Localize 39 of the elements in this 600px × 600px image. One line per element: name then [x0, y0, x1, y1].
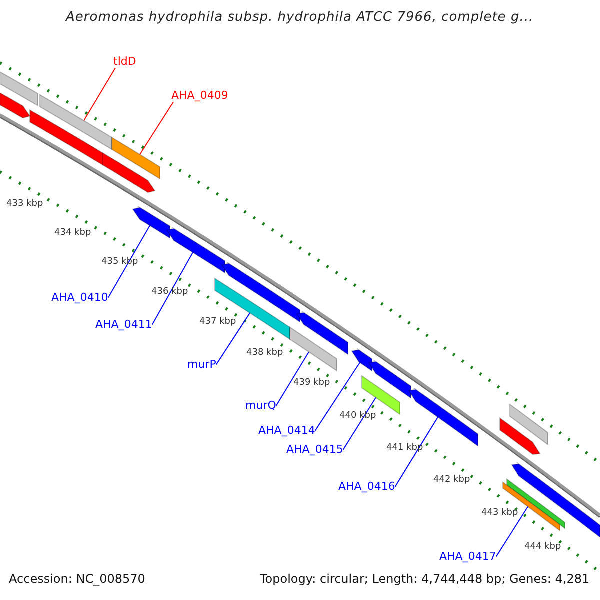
gene-label: AHA_0410 — [52, 292, 108, 304]
scale-label: 436 kbp — [152, 287, 188, 298]
scale-label: 439 kbp — [294, 378, 330, 388]
leader-line — [216, 312, 250, 366]
scale-label: 437 kbp — [200, 317, 236, 328]
gene-feature — [112, 136, 160, 180]
gene-feature — [290, 326, 338, 372]
scale-label: 434 kbp — [54, 228, 92, 238]
leader-line — [314, 362, 360, 432]
scale-label: 443 kbp — [482, 508, 518, 518]
leader-line — [152, 252, 194, 326]
leader-line — [276, 352, 310, 406]
title: Aeromonas hydrophila subsp. hydrophila ATCC 7966, complete g... — [66, 10, 534, 26]
leader-line — [108, 225, 150, 298]
footer-text: Accession: NC_008570 — [9, 573, 146, 587]
gene-feature — [166, 227, 226, 274]
leader-line — [140, 102, 174, 156]
gene-label: AHA_0409 — [172, 90, 228, 102]
gene-feature — [214, 278, 290, 340]
scale-label: 438 kbp — [246, 348, 284, 358]
gene-label: AHA_0414 — [258, 424, 316, 438]
gene-label: tldD — [114, 56, 136, 68]
leader-line — [84, 68, 116, 122]
gene-feature — [132, 206, 170, 240]
gene-label: murP — [188, 358, 216, 372]
gene-label: AHA_0416 — [338, 480, 396, 494]
scale-label: 442 kbp — [434, 475, 470, 486]
leader-line — [342, 397, 376, 450]
gene-label: murQ — [246, 400, 276, 412]
leader-line — [394, 416, 438, 488]
scale-label: 444 kbp — [524, 542, 562, 552]
gene-label: AHA_0411 — [96, 318, 152, 332]
footer-text: Topology: circular; Length: 4,744,448 bp; Genes: 4,281 — [260, 573, 590, 587]
gene-feature — [40, 94, 112, 150]
leader-line — [496, 506, 528, 558]
scale-label: 433 kbp — [6, 199, 44, 210]
gene-label: AHA_0415 — [286, 444, 344, 456]
gene-label: AHA_0417 — [440, 550, 496, 564]
gene-feature — [351, 348, 372, 372]
